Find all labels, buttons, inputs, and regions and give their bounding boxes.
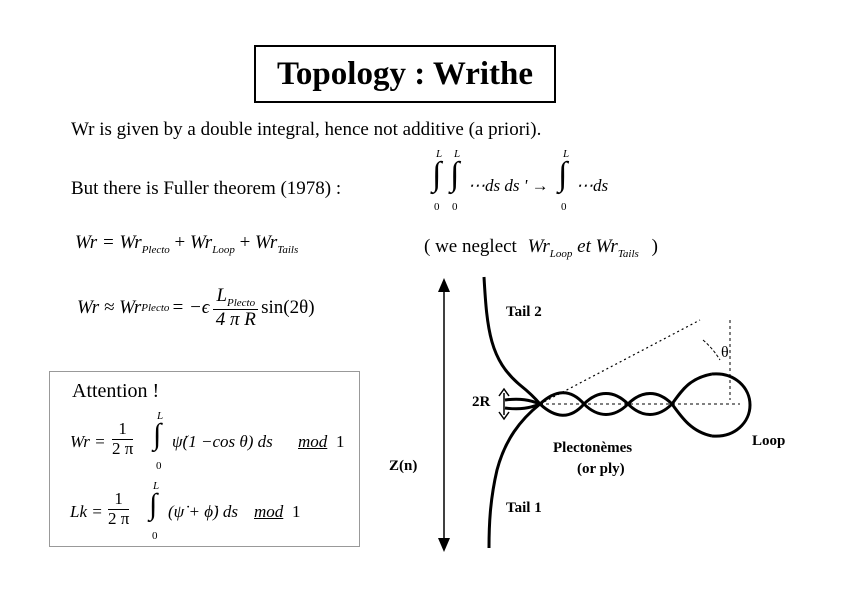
wr-approx-fraction: LPlecto 4 π R (213, 284, 259, 331)
neglect-term1-sub: Loop (549, 248, 573, 260)
wr-sum-term2: Wr (190, 232, 213, 253)
attention-wr-fraction: 1 2 π (112, 419, 134, 458)
title-box: Topology : Writhe (254, 45, 556, 103)
neglect-et: et (577, 236, 591, 257)
two-r-arrow-bottom (498, 411, 510, 421)
tail2-label: Tail 2 (506, 304, 542, 320)
wr-approx-num: L (216, 284, 228, 306)
wr-sum-term1-sub: Plecto (141, 244, 170, 256)
attention-wr-lhs: Wr = (70, 432, 106, 451)
fuller-formula: L L ∫ ∫ 0 0 ⋯ds ds ' → L ∫ 0 ⋯ds (430, 148, 630, 218)
integral-sign-1: ∫ (432, 156, 442, 193)
tail1-curve (487, 402, 541, 549)
neglect-text: we neglect (435, 236, 517, 257)
attention-wr-lower: 0 (156, 460, 162, 472)
neglect-open: ( (424, 236, 431, 257)
attention-lk-fraction: 1 2 π (108, 489, 130, 528)
wr-sum-lhs: Wr = (75, 232, 115, 253)
wr-approx-den: 4 π R (215, 308, 256, 330)
fuller-upper-1: L (436, 148, 443, 160)
fuller-upper-2: L (454, 148, 461, 160)
attention-lk-upper: L (153, 480, 160, 492)
wr-sum-equation: Wr = WrPlecto + WrLoop + WrTails (75, 232, 299, 256)
attention-lk-den: 2 π (108, 508, 130, 528)
wr-approx-mid: = −ϵ (171, 297, 210, 318)
attention-wr-one: 1 (336, 432, 345, 451)
attention-lk-mod: mod (254, 502, 284, 521)
wr-approx-lhs-sub: Plecto (141, 302, 170, 314)
zn-label: Z(n) (389, 458, 418, 474)
attention-wr-integral: ∫ (153, 418, 162, 451)
wr-approx-num-sub: Plecto (227, 296, 256, 309)
attention-wr-upper: L (157, 410, 164, 422)
neglect-term2-sub: Tails (617, 248, 639, 260)
intro-text: Wr is given by a double integral, hence … (71, 119, 542, 140)
attention-wr-den: 2 π (112, 438, 134, 458)
attention-lk-num: 1 (108, 489, 130, 510)
fuller-lower-2: 0 (452, 201, 458, 213)
attention-lk-lower: 0 (152, 530, 158, 542)
loop-label: Loop (752, 433, 786, 449)
theta-arc (702, 339, 721, 361)
attention-lk-body: (ψ̇ + ϕ̇) ds (168, 502, 239, 521)
attention-lk-lhs: Lk = (70, 502, 103, 521)
neglect-term2: Wr (595, 236, 618, 257)
plecto-strand-upper (504, 372, 713, 407)
zn-arrow-top (438, 278, 450, 292)
ply-label: (or ply) (577, 461, 625, 477)
wr-approx-lhs: Wr ≈ Wr (77, 297, 142, 318)
attention-wr-body: ψ̇(1 −cos θ) ds (172, 432, 273, 451)
wr-approx-tail: sin(2θ) (261, 297, 315, 318)
wr-sum-term2-sub: Loop (212, 244, 235, 256)
neglect-note: ( we neglect WrLoop et WrTails ) (424, 236, 658, 260)
attention-wr-num: 1 (112, 419, 134, 440)
wr-sum-term1: Wr (119, 232, 142, 253)
two-r-label: 2R (472, 394, 491, 410)
fuller-rhs: ⋯ds (576, 176, 609, 195)
tail1-label: Tail 1 (506, 500, 542, 516)
fuller-text: But there is Fuller theorem (1978) : (71, 178, 342, 199)
attention-lk-formula: Lk = 1 2 π L ∫ 0 (ψ̇ + ϕ̇) ds mod 1 (70, 480, 360, 544)
attention-heading: Attention ! (72, 380, 160, 402)
neglect-close: ) (651, 236, 658, 257)
plectonemes-label: Plectonèmes (553, 440, 633, 456)
integral-sign-3: ∫ (558, 156, 568, 193)
wr-sum-term3: Wr (255, 232, 278, 253)
theta-label: θ (721, 344, 729, 361)
neglect-term1: Wr (527, 236, 550, 257)
integral-sign-2: ∫ (450, 156, 460, 193)
attention-box: Attention ! Wr = 1 2 π L ∫ 0 ψ̇(1 −cos θ… (49, 371, 360, 547)
attention-lk-integral: ∫ (149, 488, 158, 521)
zn-arrow-bottom (438, 538, 450, 552)
helix-axis-line (539, 319, 701, 405)
plecto-strand-lower (504, 401, 713, 438)
attention-lk-one: 1 (292, 502, 301, 521)
tail2-curve (482, 276, 542, 405)
attention-wr-mod: mod (298, 432, 328, 451)
page-title: Topology : Writhe (276, 55, 534, 92)
loop-curve (711, 372, 752, 438)
fuller-upper-3: L (563, 148, 570, 160)
fuller-lhs: ⋯ds ds ' → (468, 176, 549, 195)
wr-sum-term3-sub: Tails (277, 244, 299, 256)
two-r-arrow-top (498, 387, 510, 397)
attention-wr-formula: Wr = 1 2 π L ∫ 0 ψ̇(1 −cos θ) ds mod 1 (70, 410, 360, 474)
fuller-lower-3: 0 (561, 201, 567, 213)
fuller-lower-1: 0 (434, 201, 440, 213)
